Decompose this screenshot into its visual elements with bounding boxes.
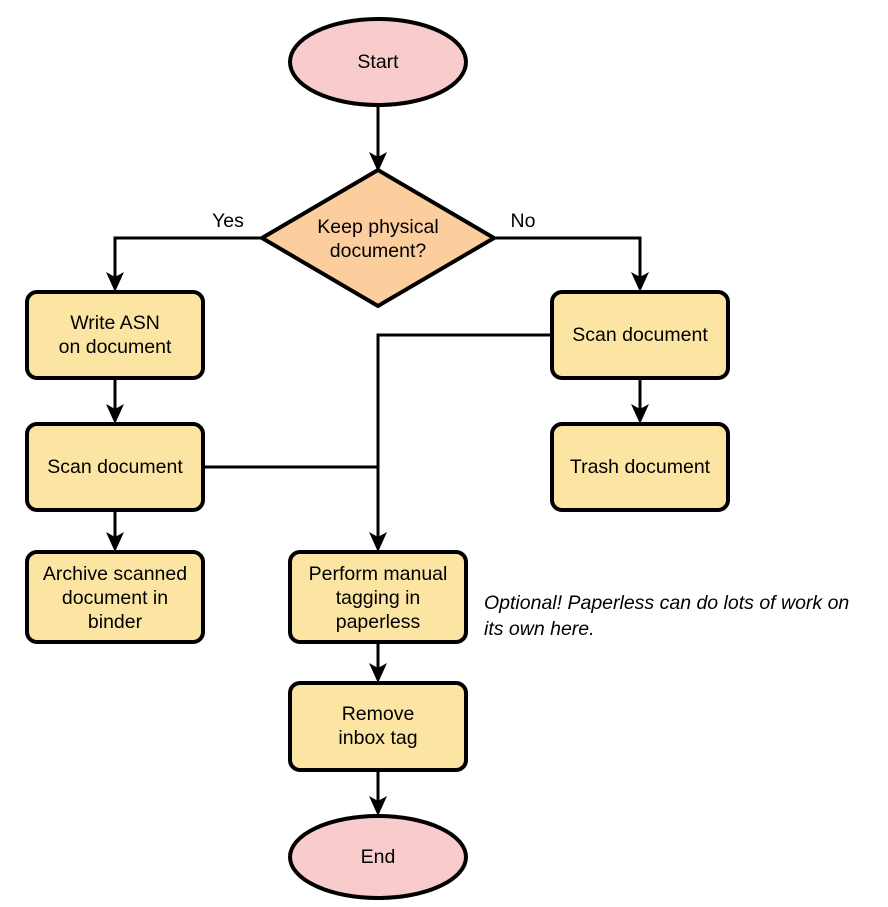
edge-write-asn-to-scan-left bbox=[106, 378, 124, 424]
archive-label-line-1: Archive scanned bbox=[43, 563, 187, 585]
manual-tagging-label-line-2: tagging in bbox=[336, 587, 421, 609]
decision-diamond[interactable] bbox=[260, 168, 496, 308]
edge-layer bbox=[106, 104, 649, 816]
manual-tagging-label-line-3: paperless bbox=[336, 611, 421, 633]
edge-decision-to-write-asn bbox=[106, 236, 262, 292]
edge-remove-inbox-to-end bbox=[369, 770, 387, 816]
start-label: Start bbox=[357, 51, 399, 73]
edge-scan-left-to-archive bbox=[106, 510, 124, 552]
archive-label-line-2: document in bbox=[62, 587, 168, 609]
write-asn-label-line-1: Write ASN bbox=[70, 312, 160, 334]
archive-box[interactable] bbox=[25, 550, 205, 644]
scan-document-right-box[interactable] bbox=[550, 290, 730, 380]
end-ellipse[interactable] bbox=[288, 814, 468, 900]
node-perform-manual-tagging[interactable]: Perform manual tagging in paperless bbox=[288, 550, 468, 644]
edge-label-yes: Yes bbox=[212, 210, 244, 232]
remove-inbox-label-line-1: Remove bbox=[342, 703, 415, 725]
node-decision-keep-physical-document[interactable]: Keep physical document? bbox=[260, 168, 496, 308]
optional-note-line-1: Optional! Paperless can do lots of work … bbox=[484, 592, 849, 614]
trash-document-box[interactable] bbox=[550, 422, 730, 512]
edge-scan-right-to-trash bbox=[631, 378, 649, 424]
node-remove-inbox-tag[interactable]: Remove inbox tag bbox=[288, 681, 468, 772]
edge-start-to-decision bbox=[369, 104, 387, 172]
manual-tagging-label-line-1: Perform manual bbox=[309, 563, 448, 585]
node-write-asn[interactable]: Write ASN on document bbox=[25, 290, 205, 380]
node-start[interactable]: Start bbox=[288, 17, 468, 107]
node-archive-scanned-document[interactable]: Archive scanned document in binder bbox=[25, 550, 205, 644]
node-trash-document[interactable]: Trash document bbox=[550, 422, 730, 512]
start-ellipse[interactable] bbox=[288, 17, 468, 107]
manual-tagging-box[interactable] bbox=[288, 550, 468, 644]
scan-document-left-box[interactable] bbox=[25, 422, 205, 512]
write-asn-box[interactable] bbox=[25, 290, 205, 380]
scan-document-left-label: Scan document bbox=[47, 456, 183, 478]
edge-decision-to-scan-right bbox=[494, 236, 649, 292]
decision-label-line-2: document? bbox=[330, 240, 427, 262]
write-asn-label-line-2: on document bbox=[59, 336, 172, 358]
trash-document-label: Trash document bbox=[570, 456, 711, 478]
node-layer: Start Keep physical document? Write ASN … bbox=[25, 17, 730, 900]
edge-scan-right-to-manual-tagging bbox=[369, 333, 552, 552]
node-scan-document-left[interactable]: Scan document bbox=[25, 422, 205, 512]
scan-document-right-label: Scan document bbox=[572, 324, 708, 346]
optional-note-line-2: its own here. bbox=[484, 618, 595, 640]
node-end[interactable]: End bbox=[288, 814, 468, 900]
edge-label-no: No bbox=[511, 210, 536, 232]
remove-inbox-label-line-2: inbox tag bbox=[338, 727, 417, 749]
decision-label-line-1: Keep physical bbox=[317, 216, 438, 238]
edge-label-layer: Yes No bbox=[212, 210, 536, 232]
annotation-optional-note: Optional! Paperless can do lots of work … bbox=[484, 592, 849, 640]
node-scan-document-right[interactable]: Scan document bbox=[550, 290, 730, 380]
archive-label-line-3: binder bbox=[88, 611, 143, 633]
edge-manual-tagging-to-remove-inbox bbox=[369, 642, 387, 683]
remove-inbox-box[interactable] bbox=[288, 681, 468, 772]
end-label: End bbox=[361, 846, 396, 868]
